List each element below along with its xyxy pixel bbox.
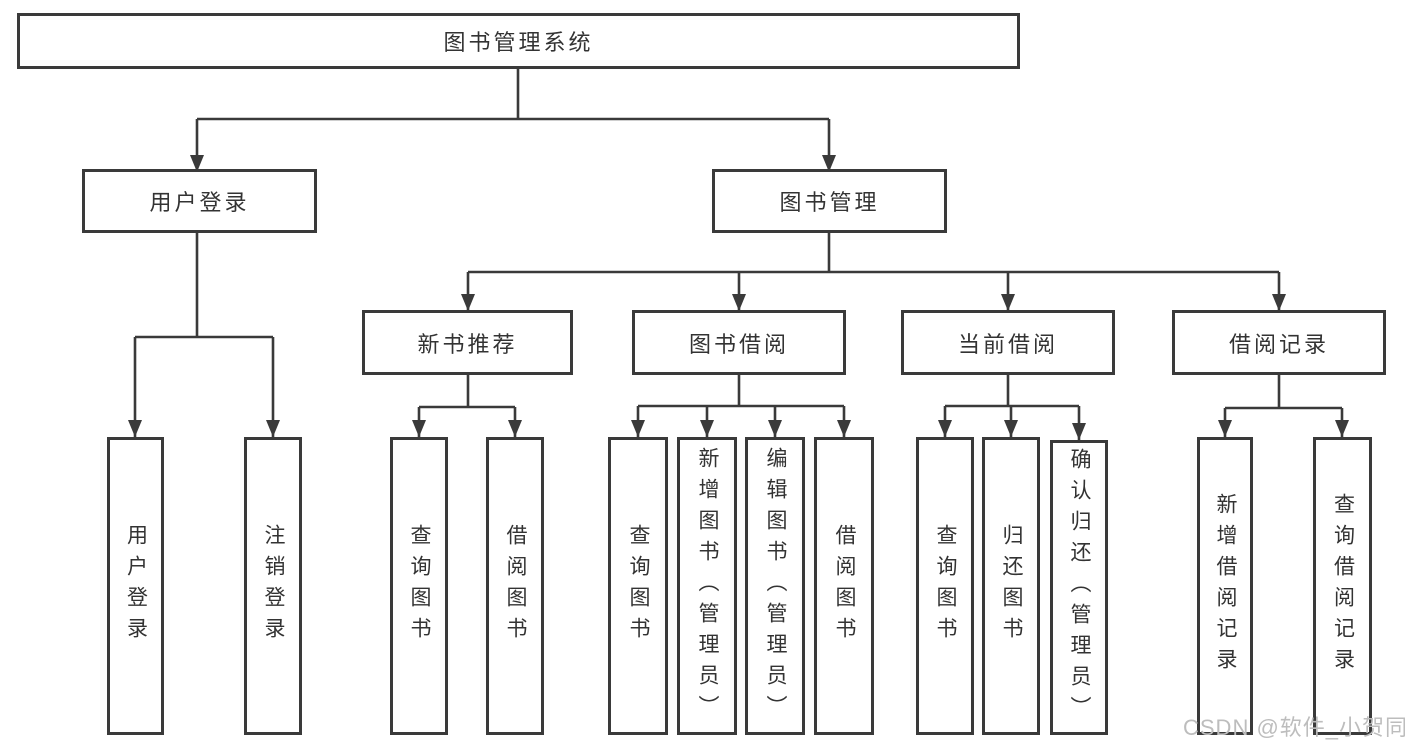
arrow-down-icon bbox=[266, 420, 280, 437]
arrowheads bbox=[128, 155, 1349, 440]
arrow-down-icon bbox=[1072, 423, 1086, 440]
leaf-confirm-return-admin-label: 确认归还（管理员） bbox=[1068, 448, 1091, 727]
leaf-borrow-books-2-label: 借阅图书 bbox=[833, 524, 856, 648]
arrow-down-icon bbox=[1335, 420, 1349, 437]
arrow-down-icon bbox=[190, 155, 204, 172]
arrow-down-icon bbox=[700, 420, 714, 437]
arrow-down-icon bbox=[508, 420, 522, 437]
leaf-logout-label: 注销登录 bbox=[262, 524, 285, 648]
leaf-confirm-return-admin: 确认归还（管理员） bbox=[1050, 440, 1108, 735]
leaf-return-books-label: 归还图书 bbox=[1000, 524, 1023, 648]
leaf-add-book-admin-label: 新增图书（管理员） bbox=[696, 446, 719, 726]
node-user-login-label: 用户登录 bbox=[149, 190, 250, 215]
arrow-down-icon bbox=[1004, 420, 1018, 437]
arrow-down-icon bbox=[768, 420, 782, 437]
leaf-query-books-3-label: 查询图书 bbox=[934, 524, 957, 648]
leaf-borrow-books-1: 借阅图书 bbox=[486, 437, 544, 735]
arrow-down-icon bbox=[837, 420, 851, 437]
arrow-down-icon bbox=[938, 420, 952, 437]
arrow-down-icon bbox=[128, 420, 142, 437]
node-current-borrow: 当前借阅 bbox=[901, 310, 1115, 375]
leaf-return-books: 归还图书 bbox=[982, 437, 1040, 735]
arrow-down-icon bbox=[1218, 420, 1232, 437]
connector-paths bbox=[133, 66, 1344, 440]
leaf-user-login-label: 用户登录 bbox=[124, 524, 148, 648]
arrow-down-icon bbox=[461, 294, 475, 311]
leaf-add-borrow-record: 新增借阅记录 bbox=[1197, 437, 1253, 735]
node-book-management-label: 图书管理 bbox=[779, 190, 880, 215]
leaf-query-books-1-label: 查询图书 bbox=[408, 524, 431, 648]
arrow-down-icon bbox=[732, 294, 746, 311]
leaf-query-books-1: 查询图书 bbox=[390, 437, 448, 735]
leaf-add-book-admin: 新增图书（管理员） bbox=[677, 437, 737, 735]
node-book-management: 图书管理 bbox=[712, 169, 947, 233]
node-borrow-records-label: 借阅记录 bbox=[1228, 331, 1329, 357]
leaf-borrow-books-2: 借阅图书 bbox=[814, 437, 874, 735]
leaf-query-books-2: 查询图书 bbox=[608, 437, 668, 735]
node-book-borrow: 图书借阅 bbox=[632, 310, 846, 375]
node-user-login: 用户登录 bbox=[82, 169, 317, 233]
node-borrow-records: 借阅记录 bbox=[1172, 310, 1386, 375]
arrow-down-icon bbox=[631, 420, 645, 437]
arrow-down-icon bbox=[412, 420, 426, 437]
leaf-query-borrow-record-label: 查询借阅记录 bbox=[1331, 493, 1355, 679]
node-new-book-recommend-label: 新书推荐 bbox=[417, 331, 518, 357]
arrow-down-icon bbox=[1001, 294, 1015, 311]
leaf-edit-book-admin: 编辑图书（管理员） bbox=[745, 437, 805, 735]
leaf-logout: 注销登录 bbox=[244, 437, 302, 735]
leaf-query-borrow-record: 查询借阅记录 bbox=[1313, 437, 1372, 735]
node-book-borrow-label: 图书借阅 bbox=[688, 331, 789, 357]
leaf-query-books-3: 查询图书 bbox=[916, 437, 974, 735]
arrow-down-icon bbox=[1272, 294, 1286, 311]
node-new-book-recommend: 新书推荐 bbox=[362, 310, 573, 375]
leaf-query-books-2-label: 查询图书 bbox=[627, 524, 650, 648]
node-root: 图书管理系统 bbox=[17, 13, 1020, 69]
leaf-edit-book-admin-label: 编辑图书（管理员） bbox=[764, 446, 787, 726]
leaf-user-login: 用户登录 bbox=[107, 437, 164, 735]
node-root-label: 图书管理系统 bbox=[443, 30, 594, 55]
arrow-down-icon bbox=[822, 155, 836, 172]
node-current-borrow-label: 当前借阅 bbox=[957, 331, 1058, 357]
leaf-add-borrow-record-label: 新增借阅记录 bbox=[1214, 493, 1237, 679]
watermark: CSDN @软件_小贺同学 bbox=[1183, 715, 1405, 740]
leaf-borrow-books-1-label: 借阅图书 bbox=[504, 524, 527, 648]
